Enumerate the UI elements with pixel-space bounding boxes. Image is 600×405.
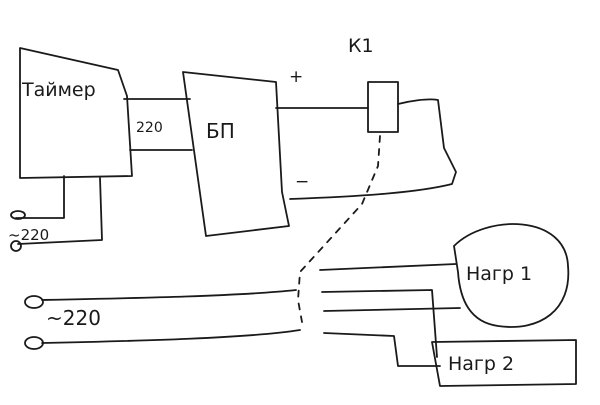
mains-terminal-2 [24, 336, 44, 350]
timer-psu-link: 220 [123, 98, 193, 151]
timer-supply: ~220 [8, 175, 103, 252]
minus-mark: − [295, 172, 309, 192]
timer-supply-terminal-1 [10, 210, 26, 220]
contact-middle [321, 289, 438, 358]
mains-input: ~220 [24, 263, 461, 367]
link-voltage-label: 220 [136, 120, 163, 136]
timer-box [19, 47, 133, 179]
contact-upper [319, 263, 457, 271]
load1-block: Нагр 1 [453, 223, 570, 328]
plus-mark: + [289, 67, 303, 87]
relay-mechanical-link [297, 135, 381, 323]
minus-return-wire [289, 98, 457, 200]
load2-block: Нагр 2 [431, 339, 577, 387]
load2-feed [323, 332, 441, 367]
relay-coil [367, 81, 399, 133]
power-supply-box [182, 71, 290, 237]
mains-line-2 [41, 329, 301, 344]
relay-label: К1 [348, 35, 374, 57]
mains-label: ~220 [46, 306, 101, 330]
power-supply-block: БП [182, 71, 290, 237]
timer-supply-label: ~220 [8, 226, 49, 244]
timer-supply-wire-2 [17, 177, 103, 245]
mains-terminal-1 [24, 295, 44, 309]
load1-outline [453, 223, 570, 328]
contact-lower [323, 307, 461, 312]
timer-supply-terminal-2 [10, 240, 22, 252]
mains-line-1 [41, 289, 297, 301]
relay-k1: К1 [275, 35, 457, 323]
load2-label: Нагр 2 [448, 353, 514, 375]
timer-label: Таймер [21, 79, 96, 101]
timer-supply-wire-1 [15, 175, 65, 219]
load2-outline [431, 339, 577, 387]
power-supply-label: БП [206, 119, 235, 143]
load1-label: Нагр 1 [466, 263, 532, 285]
timer-block: Таймер [19, 47, 133, 179]
